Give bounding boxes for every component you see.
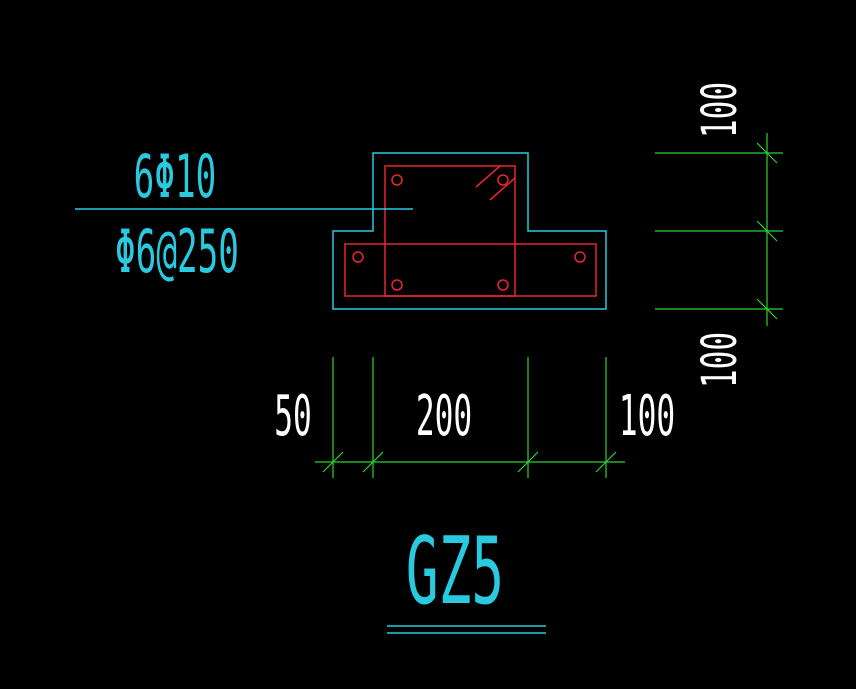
dim-text-100-h: 100 xyxy=(619,383,675,448)
vertical-dimension xyxy=(655,133,783,326)
rebar-dot xyxy=(391,279,403,291)
rebar-label-stirrup: Φ6@250 xyxy=(115,218,239,287)
rebar-dot xyxy=(352,251,364,263)
rebar-label-main: 6Φ10 xyxy=(134,143,217,212)
dim-text-100-top: 100 xyxy=(691,82,748,138)
rebar-cage xyxy=(344,165,597,297)
stirrup-horizontal xyxy=(344,243,597,297)
stirrup-vertical xyxy=(384,165,516,297)
dim-text-100-bottom: 100 xyxy=(691,332,748,388)
rebar-dot xyxy=(497,279,509,291)
rebar-dot xyxy=(497,174,509,186)
stirrup-hook xyxy=(475,165,501,188)
dim-text-200: 200 xyxy=(416,383,472,448)
horizontal-dimension xyxy=(315,357,625,478)
stirrup-hook xyxy=(489,177,516,201)
drawing-title: GZ5 xyxy=(406,516,504,625)
dim-text-50: 50 xyxy=(274,383,312,448)
column-outline xyxy=(332,152,607,310)
rebar-dot xyxy=(574,251,586,263)
rebar-dot xyxy=(391,174,403,186)
